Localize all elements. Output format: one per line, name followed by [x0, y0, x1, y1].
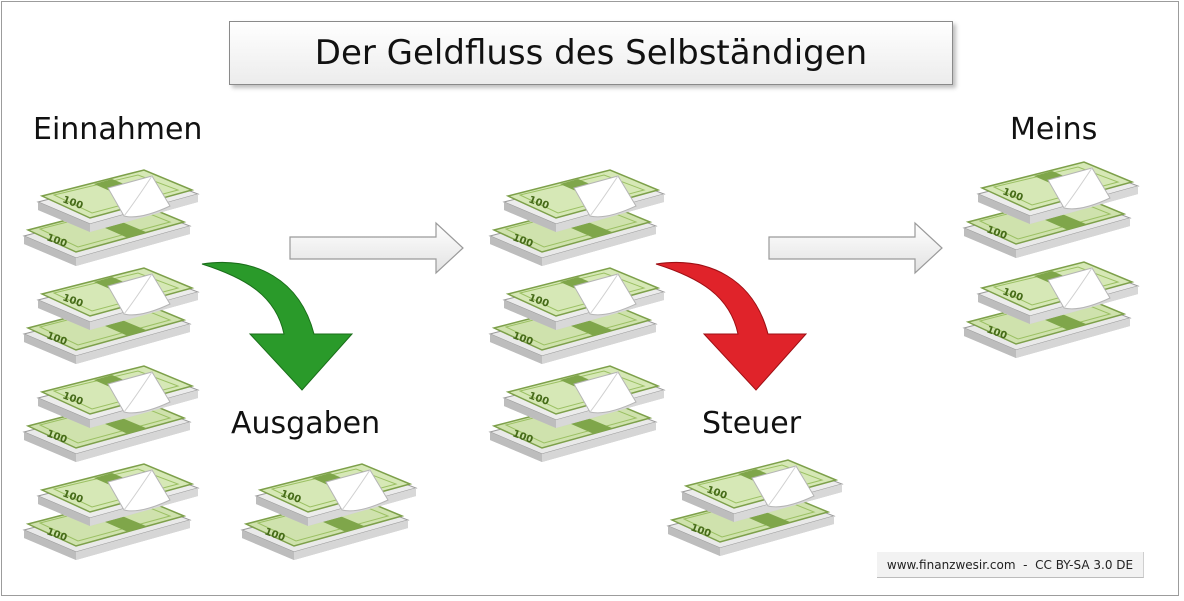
expenses-arrow-shape	[201, 262, 354, 391]
credit-license: CC BY-SA 3.0 DE	[1035, 557, 1134, 572]
label-income: Einnahmen	[33, 112, 203, 147]
diagram-title: Der Geldfluss des Selbständigen	[229, 21, 953, 85]
flow-right-arrow-icon	[289, 221, 464, 275]
label-mine: Meins	[1010, 112, 1098, 147]
money-stack-icon	[667, 459, 843, 557]
money-stack-icon	[489, 169, 665, 267]
money-stack-icon	[23, 463, 199, 561]
money-stack-icon	[23, 169, 199, 267]
money-stack-icon	[963, 261, 1139, 359]
expenses-curved-arrow-icon	[201, 262, 354, 391]
label-expenses: Ausgaben	[231, 406, 381, 441]
credit-site[interactable]: www.finanzwesir.com	[886, 557, 1016, 572]
credit-box: www.finanzwesir.com - CC BY-SA 3.0 DE	[877, 552, 1144, 578]
money-stack-icon	[241, 463, 417, 561]
money-stack-icon	[489, 267, 665, 365]
credit-separator: -	[1015, 557, 1036, 572]
title-text: Der Geldfluss des Selbständigen	[314, 33, 868, 73]
label-tax: Steuer	[702, 406, 802, 441]
tax-arrow-shape	[655, 262, 808, 391]
money-stack-icon	[23, 267, 199, 365]
money-stack-icon	[23, 365, 199, 463]
money-stack-icon	[963, 161, 1139, 259]
tax-curved-arrow-icon	[655, 262, 808, 391]
money-stack-icon	[489, 365, 665, 463]
flow-right-arrow-icon	[768, 221, 943, 275]
